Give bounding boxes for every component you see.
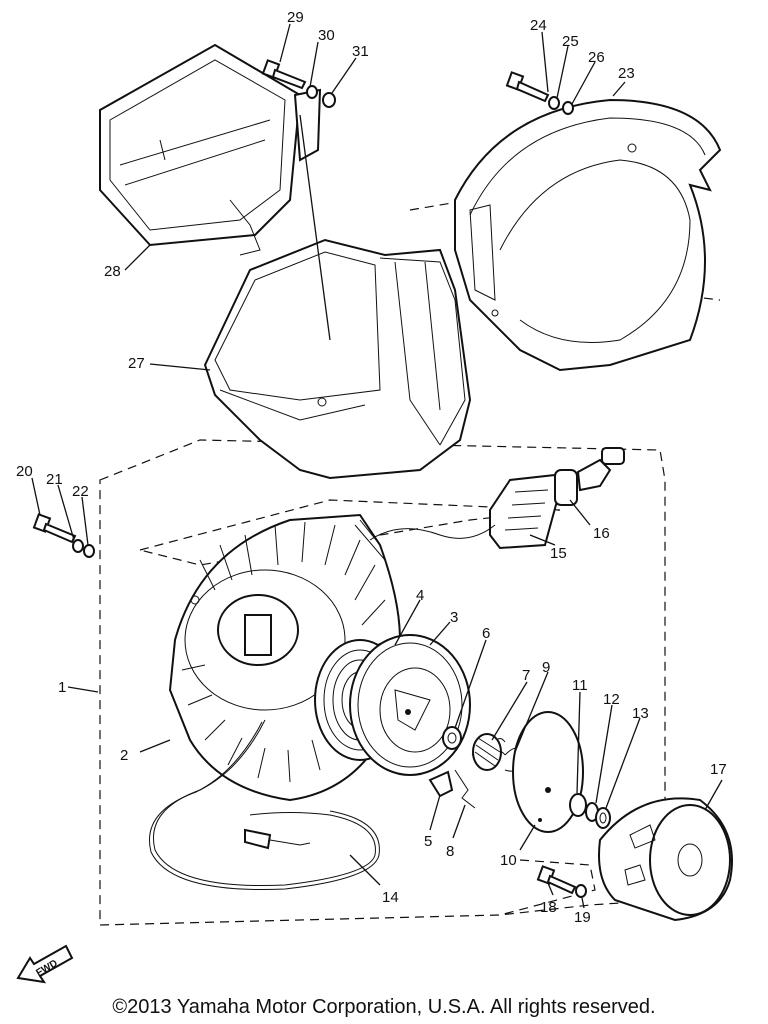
callout-5: 5 (424, 833, 432, 850)
callout-2: 2 (120, 747, 128, 764)
callout-15: 15 (550, 545, 567, 562)
bolt-24 (505, 71, 550, 103)
washer-30 (306, 85, 318, 99)
part-17-starter-pulley (598, 797, 733, 922)
part-15-handle (489, 473, 562, 550)
washer-25 (548, 96, 560, 110)
callout-3: 3 (450, 609, 458, 626)
callout-27: 27 (128, 355, 145, 372)
callout-12: 12 (603, 691, 620, 708)
callout-17: 17 (710, 761, 727, 778)
callout-22: 22 (72, 483, 89, 500)
part-28-duct-box (99, 43, 322, 256)
callout-1: 1 (58, 679, 66, 696)
part-27-air-guide (203, 238, 472, 480)
rope-cable (369, 524, 496, 541)
part-5-pawl (428, 770, 454, 798)
part-3-sheave (349, 634, 471, 776)
callout-30: 30 (318, 27, 335, 44)
washer-26 (562, 101, 574, 115)
callout-7: 7 (522, 667, 530, 684)
part-14-rope (149, 719, 380, 890)
callout-10: 10 (500, 852, 517, 869)
callout-labels: 1 2 3 4 5 6 7 8 9 10 11 12 13 14 15 16 1… (16, 9, 727, 926)
washer-22 (83, 544, 95, 558)
callout-26: 26 (588, 49, 605, 66)
callout-8: 8 (446, 843, 454, 860)
callout-6: 6 (482, 625, 490, 642)
callout-4: 4 (416, 587, 424, 604)
callout-13: 13 (632, 705, 649, 722)
washer-31 (322, 92, 336, 108)
leader-lines (31, 23, 723, 909)
washer-21 (72, 539, 84, 553)
part-23-fan-housing (454, 98, 722, 372)
callout-16: 16 (593, 525, 610, 542)
callout-29: 29 (287, 9, 304, 26)
callout-23: 23 (618, 65, 635, 82)
callout-25: 25 (562, 33, 579, 50)
part-11-washer (569, 793, 587, 817)
part-7-spring (471, 733, 506, 771)
callout-11: 11 (572, 677, 588, 694)
part-13-circlip (595, 807, 611, 829)
washer-19 (575, 884, 587, 898)
callout-28: 28 (104, 263, 121, 280)
callout-19: 19 (574, 909, 591, 926)
callout-18: 18 (540, 899, 557, 916)
part-16-handle-grip (554, 447, 625, 506)
callout-14: 14 (382, 889, 399, 906)
part-6-washer (442, 726, 462, 750)
callout-21: 21 (46, 471, 63, 488)
copyright-notice: ©2013 Yamaha Motor Corporation, U.S.A. A… (112, 996, 656, 1018)
part-8-pawl-spring (454, 769, 476, 809)
fwd-arrow-icon: FWD (16, 944, 74, 984)
callout-20: 20 (16, 463, 33, 480)
part-10-friction-plate (512, 711, 584, 833)
callout-31: 31 (352, 43, 369, 60)
bolt-18 (536, 865, 577, 895)
bolt-29 (261, 59, 307, 90)
bolt-20 (32, 513, 77, 544)
callout-9: 9 (542, 659, 550, 676)
callout-24: 24 (530, 17, 547, 34)
